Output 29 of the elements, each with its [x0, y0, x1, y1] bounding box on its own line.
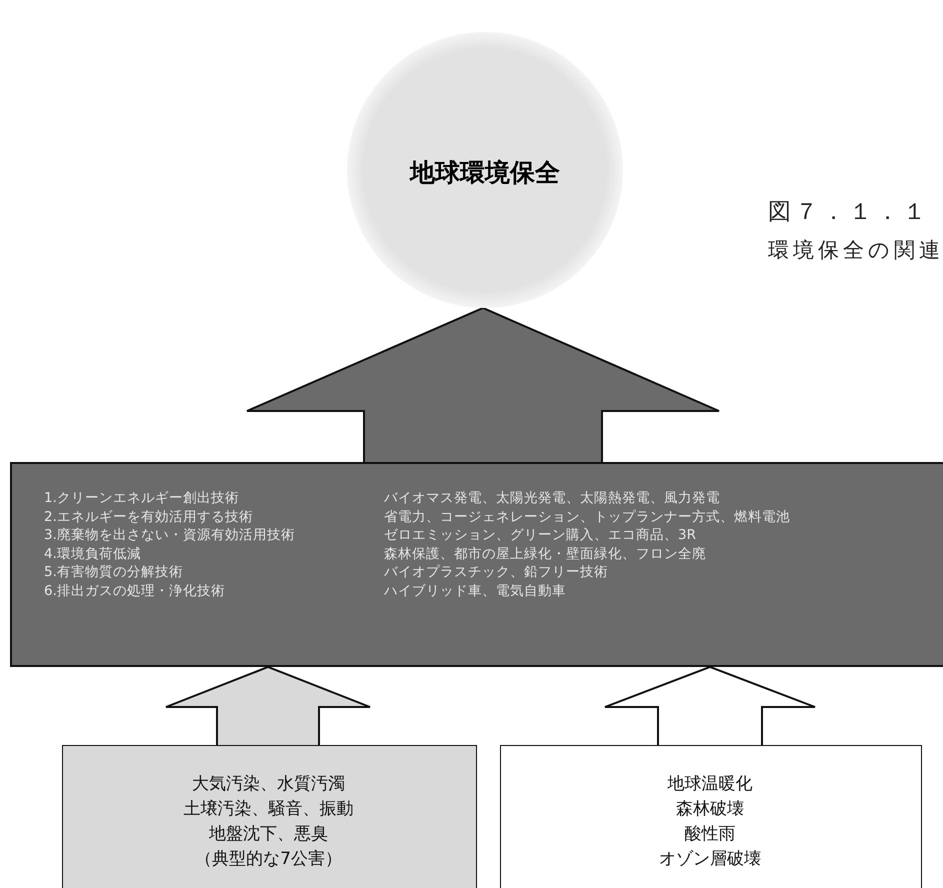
- problem-text: オゾン層破壊: [658, 848, 762, 870]
- block-arrow: [165, 666, 371, 746]
- goal-text: 地球環境保全: [408, 157, 561, 189]
- problem-text: 地球温暖化: [666, 773, 754, 795]
- example-list: 省電力、コージェネレーション、トップランナー方式、燃料電池: [384, 508, 790, 526]
- problem-box: [62, 745, 477, 888]
- example-list: 森林保護、都市の屋上緑化・壁面緑化、フロン全廃: [384, 544, 706, 562]
- example-list: バイオプラスチック、鉛フリー技術: [384, 563, 608, 581]
- technology-item: 2.エネルギーを有効活用する技術: [44, 508, 253, 526]
- problem-text: 大気汚染、水質汚濁: [191, 773, 346, 795]
- block-arrow: [246, 306, 720, 463]
- technology-item: 4.環境負荷低減: [44, 544, 141, 562]
- figure-caption: 図７．１．１: [768, 198, 930, 227]
- technology-item: 1.クリーンエネルギー創出技術: [44, 489, 239, 507]
- example-list: バイオマス発電、太陽光発電、太陽熱発電、風力発電: [384, 489, 720, 507]
- technology-band: [10, 462, 943, 667]
- example-list: ハイブリッド車、電気自動車: [384, 582, 566, 600]
- technology-item: 3.廃棄物を出さない・資源有効活用技術: [44, 526, 295, 544]
- example-list: ゼロエミッション、グリーン購入、エコ商品、3R: [384, 526, 696, 544]
- technology-item: 6.排出ガスの処理・浄化技術: [44, 582, 225, 600]
- problem-text: 地盤沈下、悪臭: [208, 823, 329, 845]
- technology-item: 5.有害物質の分解技術: [44, 563, 183, 581]
- problem-text: （典型的な7公害）: [194, 848, 343, 870]
- figure-caption: 環境保全の関連: [768, 237, 943, 264]
- problem-box: [500, 745, 922, 888]
- block-arrow: [604, 666, 816, 746]
- problem-text: 森林破壊: [675, 798, 745, 820]
- problem-text: 酸性雨: [684, 823, 736, 845]
- problem-text: 土壌汚染、騒音、振動: [182, 798, 354, 820]
